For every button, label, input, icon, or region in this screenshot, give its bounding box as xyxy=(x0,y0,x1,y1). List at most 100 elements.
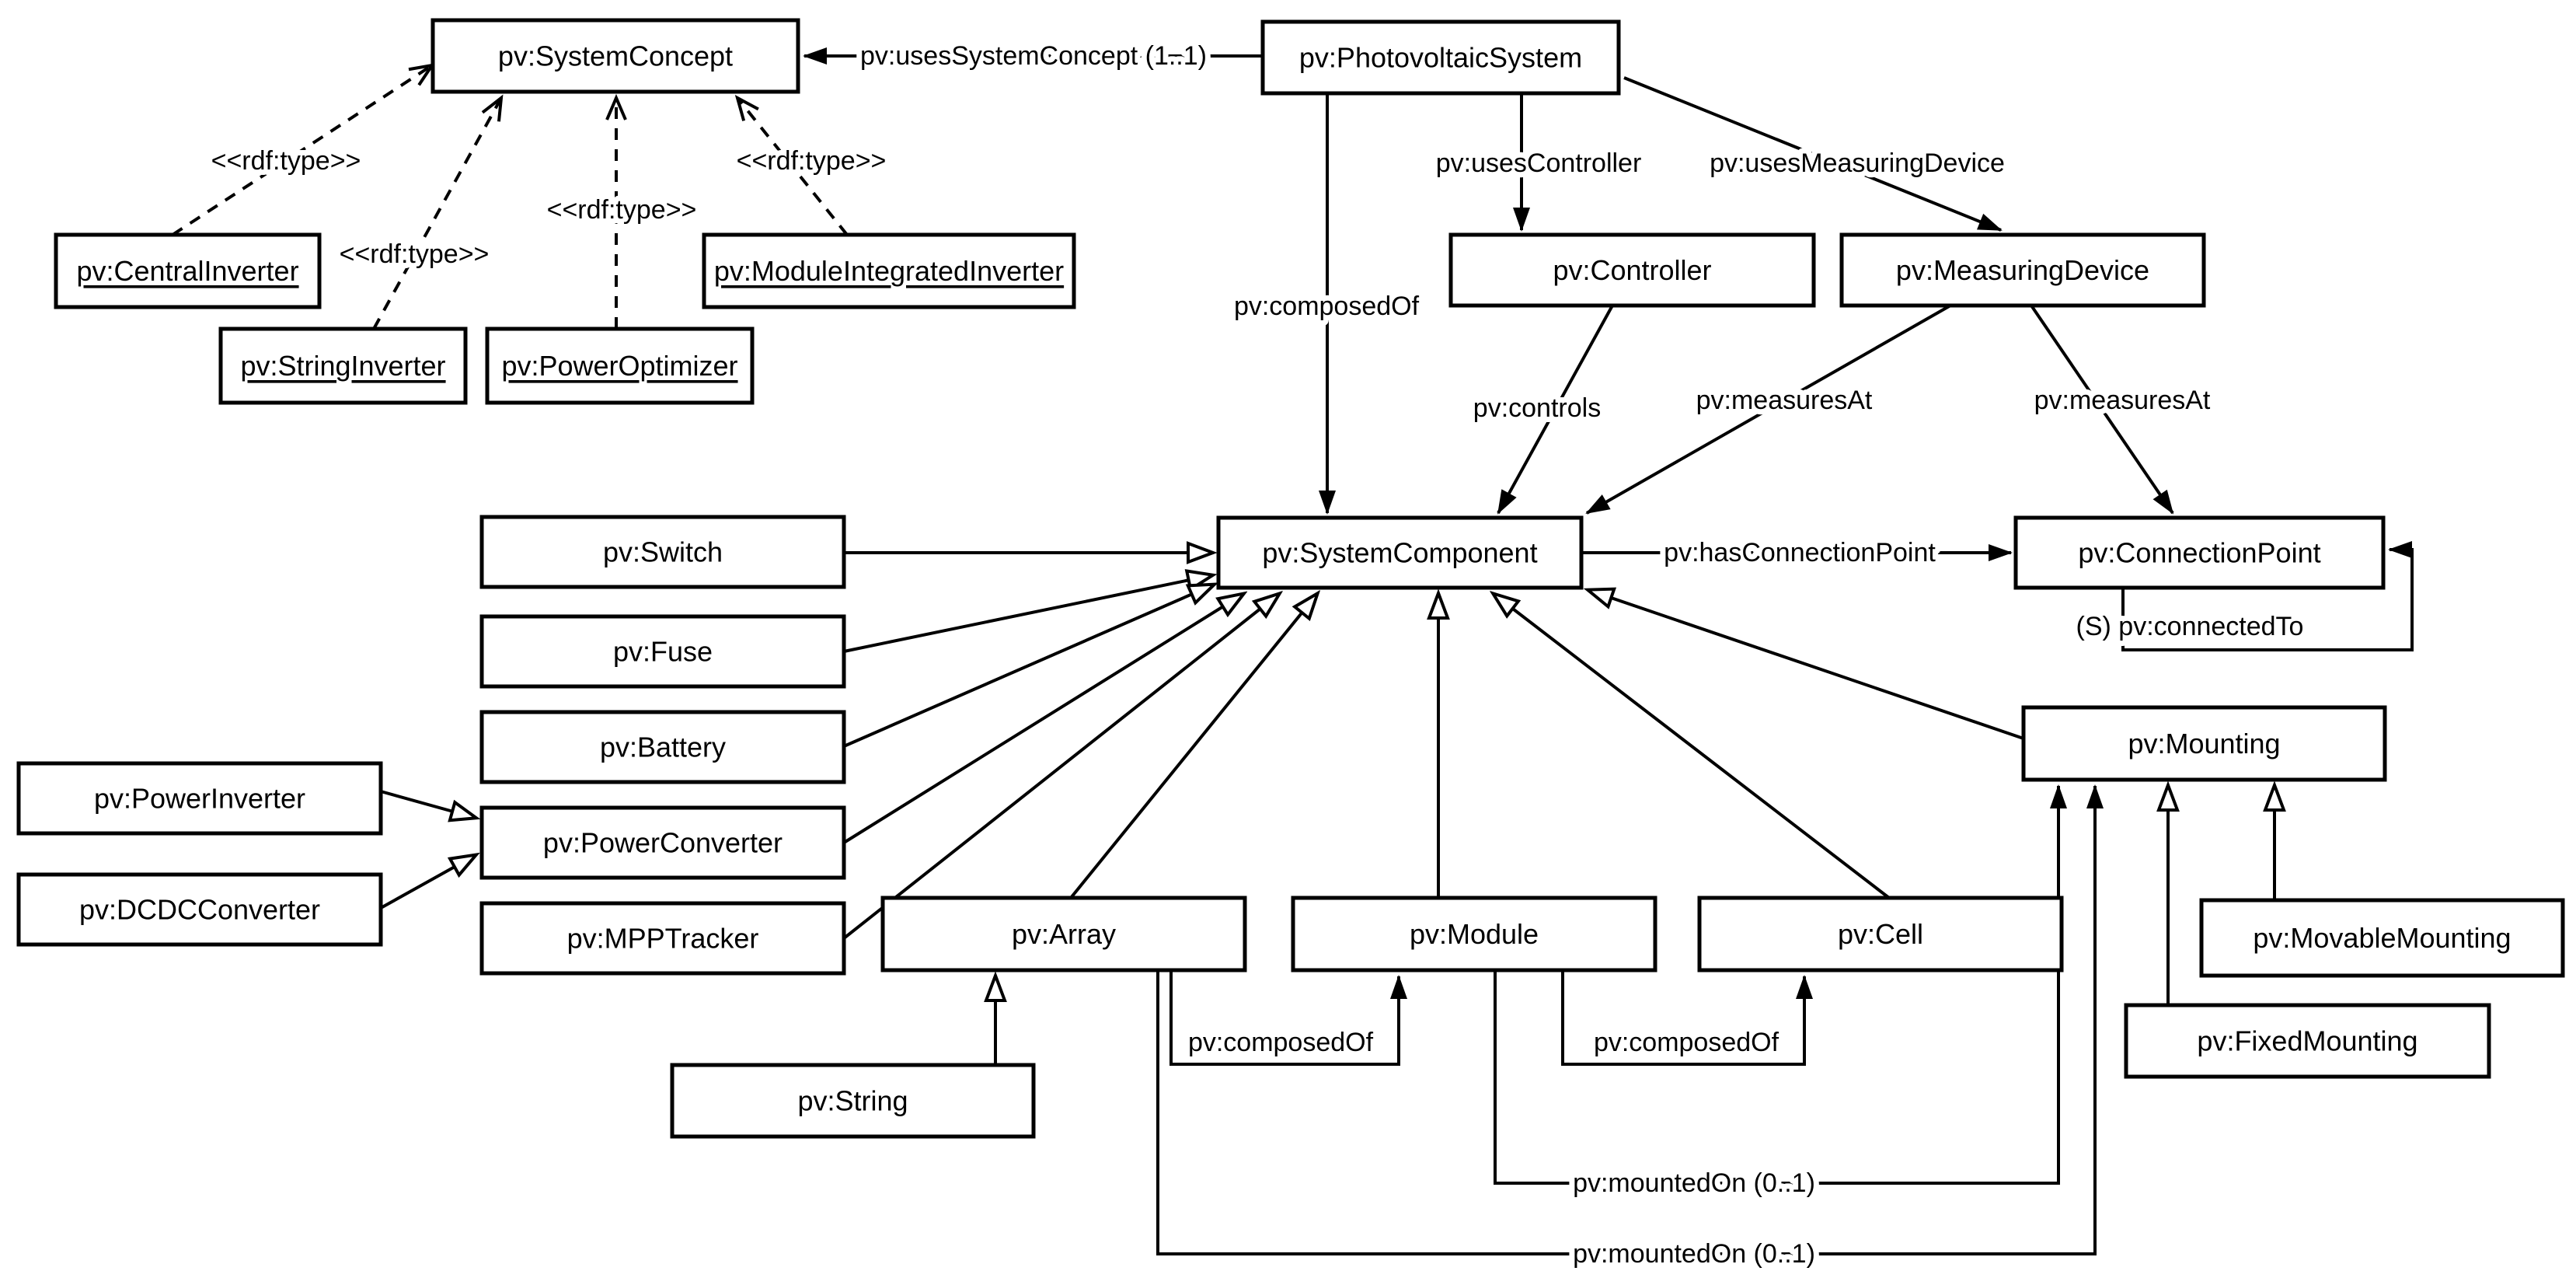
edge-mounted-on-module xyxy=(1494,784,2067,1185)
node-box-controller xyxy=(1448,232,1816,308)
edge-measures-at-component xyxy=(1585,304,1951,515)
edge-label-measures-at-component: pv:measuresAt xyxy=(1696,386,1873,415)
node-box-movable-mounting xyxy=(2199,898,2565,978)
node-box-mpp-tracker xyxy=(479,901,846,976)
node-movable-mounting: pv:MovableMounting xyxy=(2199,898,2565,978)
edge-label-rdftype-central-inverter: <<rdf:type>> xyxy=(211,146,361,176)
node-label-system-component: pv:SystemComponent xyxy=(1262,537,1537,569)
node-label-photovoltaic-system: pv:PhotovoltaicSystem xyxy=(1299,42,1582,74)
node-box-power-optimizer xyxy=(485,326,755,405)
node-label-measuring-device: pv:MeasuringDevice xyxy=(1896,254,2149,286)
node-controller: pv:Controller xyxy=(1448,232,1816,308)
node-label-cell: pv:Cell xyxy=(1838,918,1923,950)
edge-fuse-subclass xyxy=(843,575,1212,653)
edge-label-rdftype-power-optimizer: <<rdf:type>> xyxy=(547,195,697,225)
node-fixed-mounting: pv:FixedMounting xyxy=(2124,1003,2491,1079)
node-box-module xyxy=(1291,896,1657,972)
edge-battery-subclass xyxy=(843,585,1214,748)
node-power-optimizer: pv:PowerOptimizer xyxy=(485,326,755,405)
node-switch: pv:Switch xyxy=(479,515,846,589)
edge-label-rdftype-module-integrated: <<rdf:type>> xyxy=(737,146,887,176)
node-label-module-integrated-inverter: pv:ModuleIntegratedInverter xyxy=(714,255,1064,287)
edge-label-uses-measuring-device: pv:usesMeasuringDevice xyxy=(1710,148,2005,178)
edge-power-converter-subclass xyxy=(842,594,1243,844)
node-mpp-tracker: pv:MPPTracker xyxy=(479,901,846,976)
edge-label-rdftype-string-inverter: <<rdf:type>> xyxy=(340,239,490,269)
node-label-switch: pv:Switch xyxy=(603,536,723,568)
node-mounting: pv:Mounting xyxy=(2021,705,2387,782)
node-dcdc-converter: pv:DCDCConverter xyxy=(16,872,383,947)
node-connection-point: pv:ConnectionPoint xyxy=(2013,515,2386,590)
edge-composed-of-module-cell xyxy=(1561,970,1813,1066)
edge-connected-to xyxy=(2121,541,2414,651)
node-system-concept: pv:SystemConcept xyxy=(430,18,800,94)
node-module-integrated-inverter: pv:ModuleIntegratedInverter xyxy=(702,232,1076,309)
node-label-string-inverter: pv:StringInverter xyxy=(240,350,445,382)
node-label-power-converter: pv:PowerConverter xyxy=(543,827,783,859)
node-label-fuse: pv:Fuse xyxy=(613,636,713,668)
edge-label-has-connection-point: pv:hasConnectionPoint xyxy=(1664,538,1936,567)
node-box-string-inverter xyxy=(218,326,468,405)
node-label-power-inverter: pv:PowerInverter xyxy=(94,783,305,815)
node-label-movable-mounting: pv:MovableMounting xyxy=(2253,922,2511,954)
node-box-cell xyxy=(1697,896,2064,972)
node-label-power-optimizer: pv:PowerOptimizer xyxy=(501,350,737,382)
edge-label-uses-system-concept: pv:usesSystemConcept (1..1) xyxy=(860,41,1207,71)
nodes-layer: pv:SystemConcept pv:PhotovoltaicSystem pv:… xyxy=(16,18,2565,1139)
edge-rdftype-central-inverter xyxy=(171,63,436,236)
edge-label-composed-of-module-cell: pv:composedOf xyxy=(1594,1028,1779,1057)
node-module: pv:Module xyxy=(1291,896,1657,972)
node-label-mpp-tracker: pv:MPPTracker xyxy=(567,923,759,955)
node-power-inverter: pv:PowerInverter xyxy=(16,761,383,836)
node-system-component: pv:SystemComponent xyxy=(1216,515,1584,590)
edge-label-composed-of-system: pv:composedOf xyxy=(1234,292,1420,321)
edge-mounting-subclass xyxy=(1588,590,2024,740)
edge-cell-subclass xyxy=(1494,594,1891,899)
node-box-module-integrated-inverter xyxy=(702,232,1076,309)
node-label-module: pv:Module xyxy=(1410,918,1539,950)
node-box-string xyxy=(670,1063,1036,1139)
node-label-mounting: pv:Mounting xyxy=(2128,728,2280,759)
node-box-mounting xyxy=(2021,705,2387,782)
node-central-inverter: pv:CentralInverter xyxy=(54,232,322,309)
node-cell: pv:Cell xyxy=(1697,896,2064,972)
edge-label-connected-to: (S) pv:connectedTo xyxy=(2076,612,2304,641)
node-box-connection-point xyxy=(2013,515,2386,590)
node-box-photovoltaic-system xyxy=(1260,19,1621,96)
edge-array-subclass xyxy=(1069,594,1317,899)
node-label-system-concept: pv:SystemConcept xyxy=(498,40,733,72)
node-label-fixed-mounting: pv:FixedMounting xyxy=(2197,1025,2417,1057)
edges-layer xyxy=(171,47,2414,1255)
edge-dcdc-converter-subclass xyxy=(380,855,476,910)
node-fuse: pv:Fuse xyxy=(479,614,846,689)
node-measuring-device: pv:MeasuringDevice xyxy=(1839,232,2206,308)
node-battery: pv:Battery xyxy=(479,710,846,784)
node-box-battery xyxy=(479,710,846,784)
node-label-connection-point: pv:ConnectionPoint xyxy=(2078,537,2320,569)
edge-mounted-on-array xyxy=(1156,784,2104,1255)
edge-label-uses-controller: pv:usesController xyxy=(1436,148,1642,178)
node-box-system-component xyxy=(1216,515,1584,590)
edge-uses-measuring-device xyxy=(1623,76,2003,232)
edge-measures-at-connection xyxy=(2030,304,2174,515)
node-box-fuse xyxy=(479,614,846,689)
node-label-dcdc-converter: pv:DCDCConverter xyxy=(79,894,320,926)
edge-rdftype-string-inverter xyxy=(372,94,504,330)
edge-rdftype-module-integrated xyxy=(734,95,849,236)
node-photovoltaic-system: pv:PhotovoltaicSystem xyxy=(1260,19,1621,96)
node-box-measuring-device xyxy=(1839,232,2206,308)
edge-label-mounted-on-module: pv:mountedOn (0..1) xyxy=(1573,1168,1815,1198)
edge-power-inverter-subclass xyxy=(380,790,476,818)
edge-label-mounted-on-array: pv:mountedOn (0..1) xyxy=(1573,1239,1815,1269)
node-box-fixed-mounting xyxy=(2124,1003,2491,1079)
node-box-dcdc-converter xyxy=(16,872,383,947)
node-box-switch xyxy=(479,515,846,589)
node-box-power-inverter xyxy=(16,761,383,836)
node-string-inverter: pv:StringInverter xyxy=(218,326,468,405)
edge-composed-of-array-module xyxy=(1169,970,1407,1066)
node-box-system-concept xyxy=(430,18,800,94)
edge-controls xyxy=(1497,305,1614,515)
node-array: pv:Array xyxy=(880,896,1247,972)
